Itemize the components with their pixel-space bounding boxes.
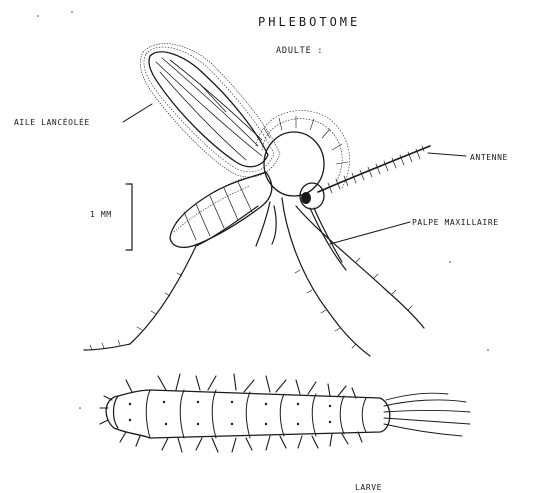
label-scale: 1 MM <box>90 210 112 219</box>
label-palp: PALPE MAXILLAIRE <box>412 218 499 227</box>
abdomen <box>170 172 272 247</box>
larva-dots <box>129 401 331 425</box>
diagram-title: PHLEBOTOME <box>258 15 360 29</box>
leader-antenna <box>428 153 466 156</box>
leader-wing <box>123 104 152 122</box>
antenna <box>318 146 430 193</box>
label-larva: LARVE <box>355 483 382 492</box>
larva-drawing <box>100 374 470 452</box>
larva-tail-filaments <box>384 393 470 436</box>
adult-sandfly-drawing <box>84 44 430 356</box>
maxillary-palps <box>310 208 346 270</box>
wing <box>140 44 280 177</box>
label-wing: AILE LANCÉOLÉE <box>14 116 90 127</box>
legs <box>84 198 424 356</box>
larva-segments <box>146 390 366 438</box>
thorax <box>256 111 350 196</box>
head <box>300 183 324 209</box>
leader-palp <box>330 222 410 244</box>
compound-eye <box>301 192 311 204</box>
scale-bar <box>126 184 132 250</box>
label-antenna: ANTENNE <box>470 153 508 162</box>
adult-subtitle: ADULTE : <box>276 46 323 56</box>
